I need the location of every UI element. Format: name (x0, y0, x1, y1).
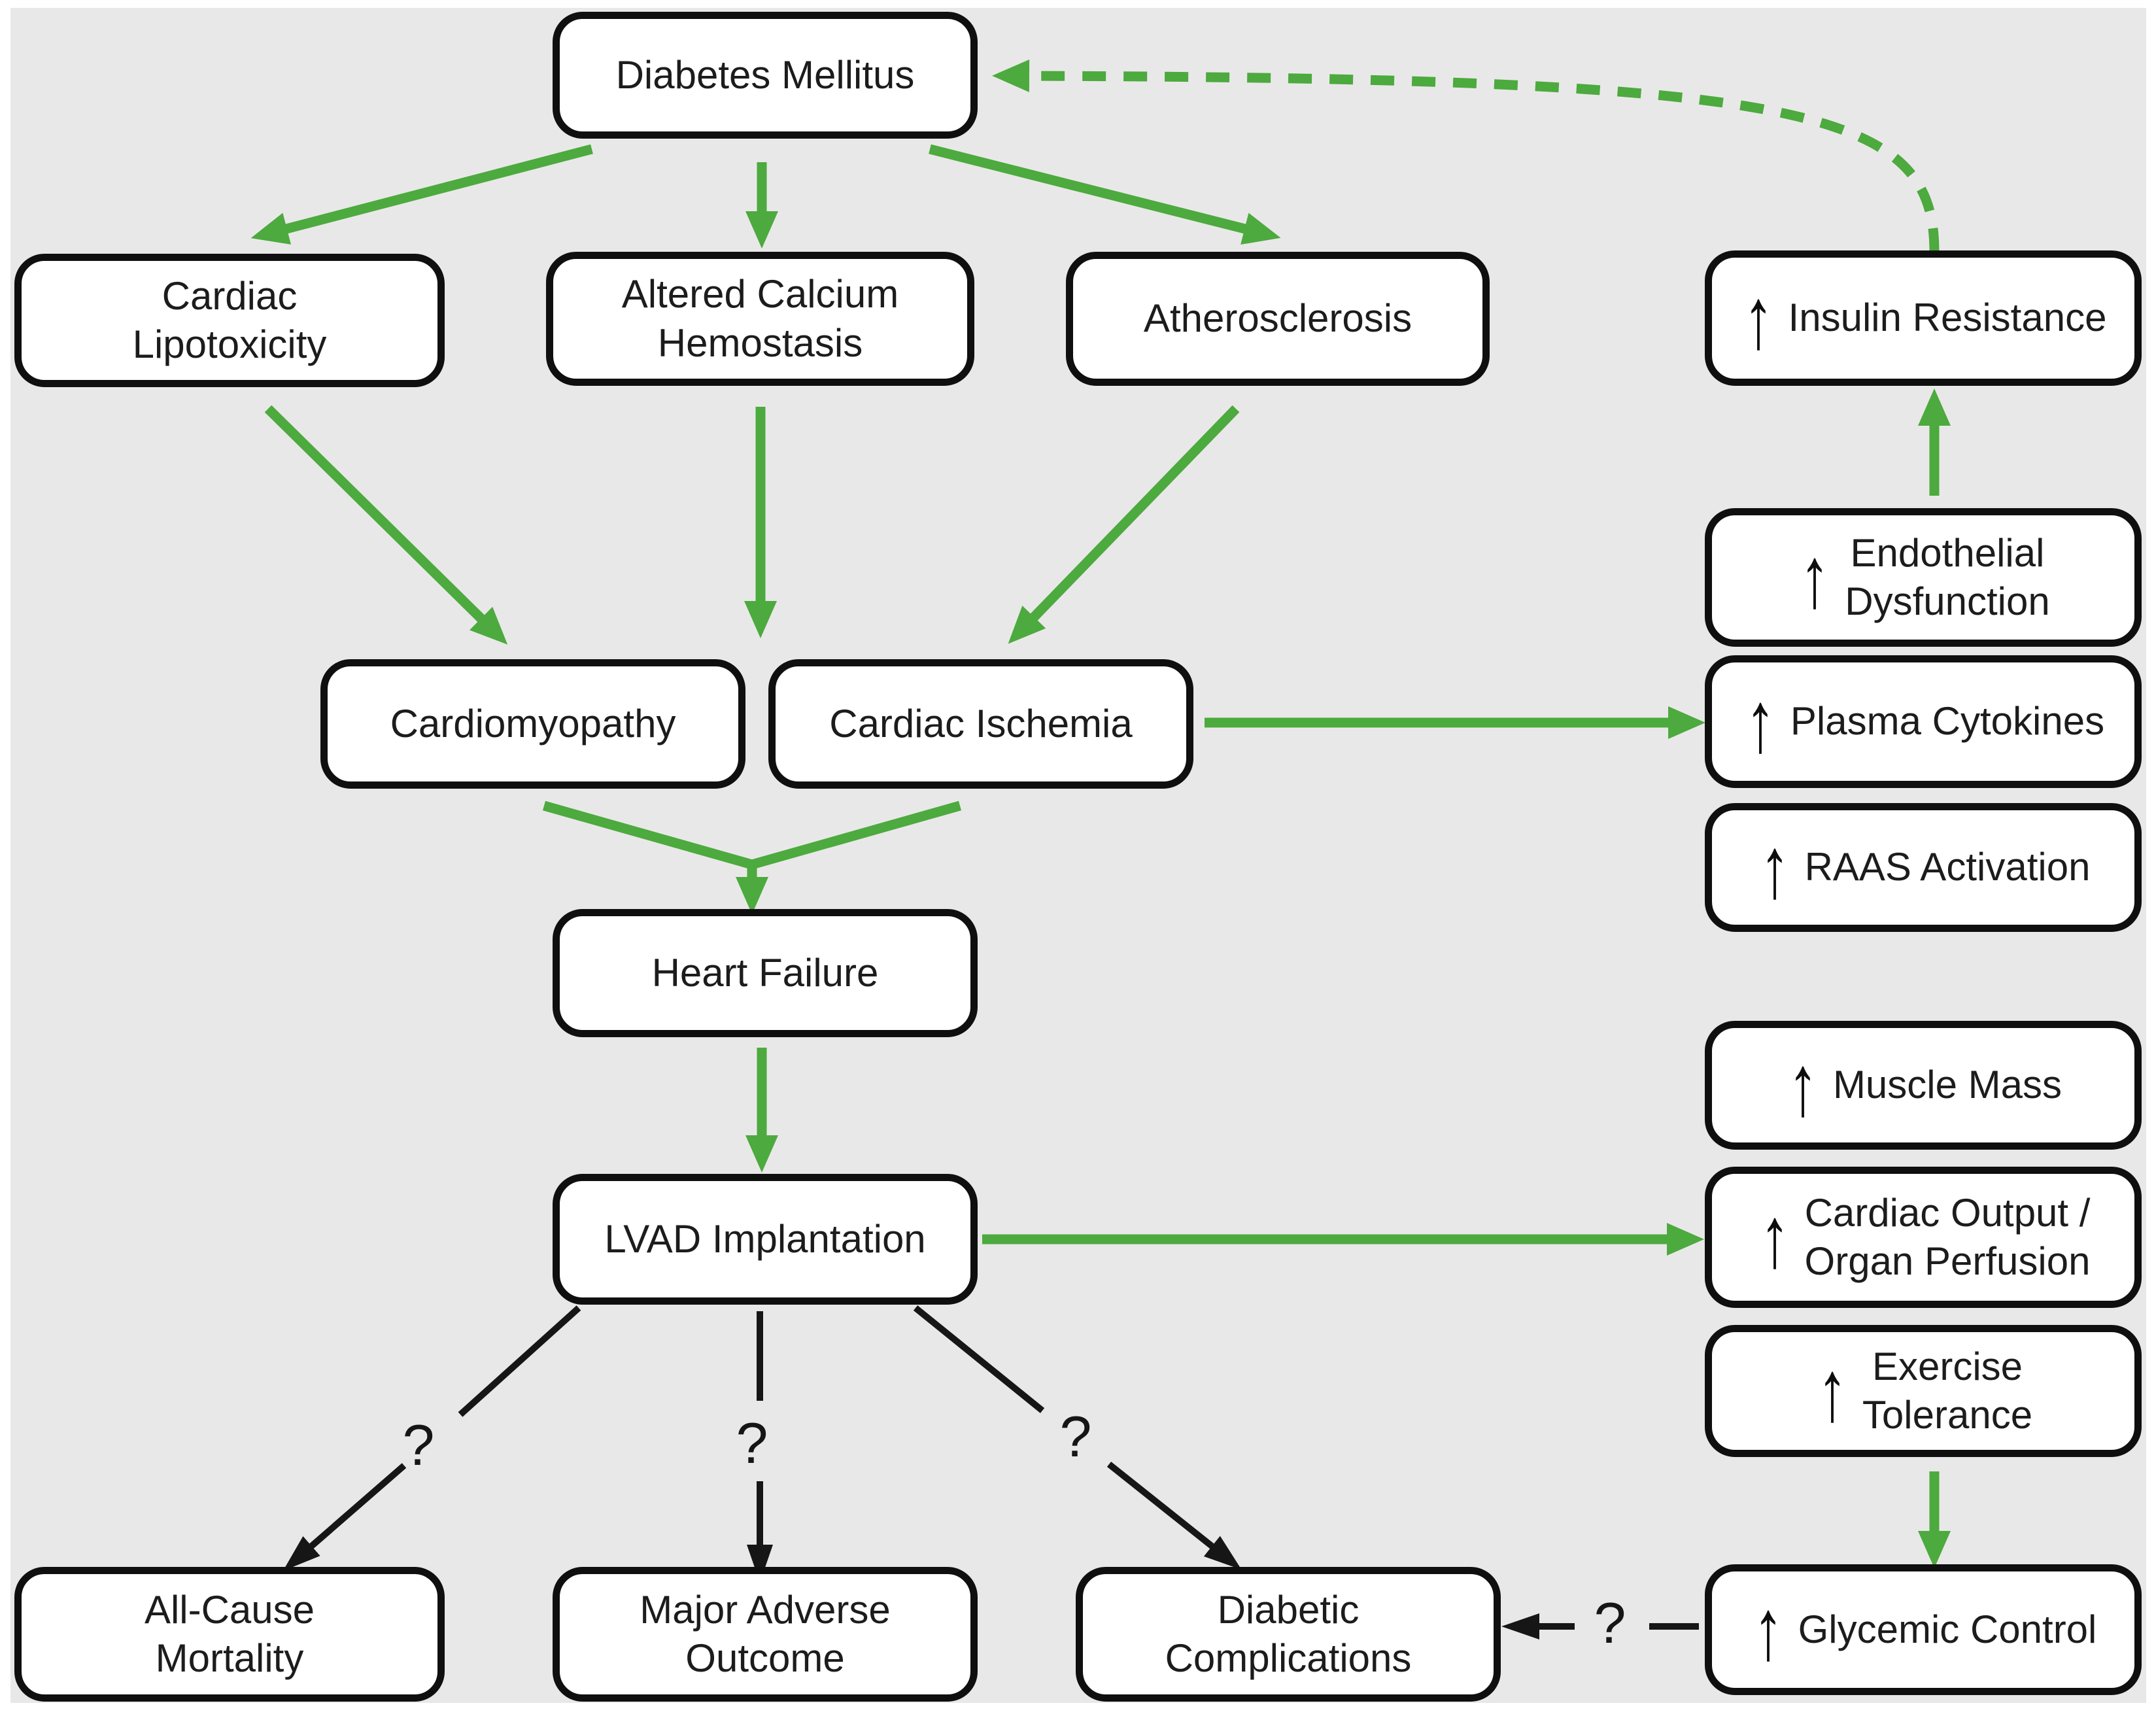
node-raas-activation: ↑ RAAS Activation (1705, 803, 2142, 932)
node-insulin-resistance: ↑ Insulin Resistance (1705, 250, 2142, 386)
node-label: Plasma Cytokines (1790, 699, 2105, 744)
node-plasma-cytokines: ↑ Plasma Cytokines (1705, 655, 2142, 788)
node-cardiac-output-organ-perfusion: ↑ Cardiac Output / Organ Perfusion (1705, 1167, 2142, 1308)
node-label: Altered Calcium Hemostasis (621, 272, 899, 365)
question-label-glycemic: ? (1594, 1590, 1626, 1655)
increase-arrow-icon: ↑ (1787, 1037, 1818, 1133)
edge-atherosclerosis-to-ischemia (1008, 405, 1240, 644)
edge-lvad-to-mortality-a (458, 1305, 581, 1417)
increase-arrow-icon: ↑ (1743, 269, 1773, 366)
edge-lipotoxicity-to-cardiomyopathy (264, 405, 508, 645)
node-label: Atherosclerosis (1143, 296, 1412, 341)
node-label: Endothelial Dysfunction (1845, 530, 2050, 623)
node-diabetic-complications: Diabetic Complications (1076, 1567, 1501, 1702)
node-label: Glycemic Control (1798, 1607, 2097, 1651)
node-label: Exercise Tolerance (1862, 1344, 2033, 1437)
node-altered-calcium-hemostasis: Altered Calcium Hemostasis (546, 252, 974, 386)
node-label: Cardiac Output / Organ Perfusion (1804, 1190, 2091, 1283)
question-label-mortality: ? (402, 1413, 435, 1477)
node-label: Diabetic Complications (1165, 1587, 1412, 1680)
node-label: Diabetes Mellitus (615, 52, 915, 97)
node-label: Cardiomyopathy (390, 701, 676, 746)
node-label: Cardiac Lipotoxicity (132, 273, 327, 366)
edge-lvad-to-complications-b (1106, 1462, 1242, 1570)
increase-arrow-icon: ↑ (1759, 819, 1790, 916)
question-label-complications: ? (1059, 1404, 1092, 1469)
node-label: Cardiac Ischemia (829, 701, 1133, 746)
node-atherosclerosis: Atherosclerosis (1066, 252, 1490, 386)
edge-merge-v (542, 800, 962, 870)
node-muscle-mass: ↑ Muscle Mass (1705, 1021, 2142, 1150)
node-exercise-tolerance: ↑ Exercise Tolerance (1705, 1325, 2142, 1457)
node-endothelial-dysfunction: ↑ Endothelial Dysfunction (1705, 508, 2142, 647)
node-label: Major Adverse Outcome (640, 1587, 891, 1680)
increase-arrow-icon: ↑ (1759, 1188, 1790, 1286)
node-label: Insulin Resistance (1788, 296, 2107, 340)
question-label-outcome: ? (736, 1411, 768, 1475)
node-lvad-implantation: LVAD Implantation (553, 1174, 978, 1305)
node-heart-failure: Heart Failure (553, 909, 978, 1037)
node-cardiac-ischemia: Cardiac Ischemia (768, 659, 1193, 789)
node-cardiomyopathy: Cardiomyopathy (320, 659, 745, 789)
increase-arrow-icon: ↑ (1817, 1342, 1847, 1439)
edge-lvad-to-complications-a (913, 1305, 1045, 1413)
node-glycemic-control: ↑ Glycemic Control (1705, 1564, 2142, 1695)
node-label: LVAD Implantation (604, 1216, 926, 1261)
increase-arrow-icon: ↑ (1745, 673, 1775, 770)
edge-dm-to-atherosclerosis (929, 144, 1281, 245)
node-label: All-Cause Mortality (144, 1587, 315, 1680)
node-major-adverse-outcome: Major Adverse Outcome (553, 1567, 978, 1702)
node-label: Muscle Mass (1832, 1063, 2062, 1107)
node-diabetes-mellitus: Diabetes Mellitus (553, 12, 978, 139)
node-label: RAAS Activation (1804, 845, 2091, 889)
increase-arrow-icon: ↑ (1800, 528, 1830, 626)
node-all-cause-mortality: All-Cause Mortality (14, 1567, 445, 1702)
edge-insulin-to-dm-dashed (992, 60, 1940, 252)
node-label: Heart Failure (651, 950, 879, 995)
edge-lvad-to-mortality-b (282, 1463, 407, 1571)
edge-dm-to-lipotoxicity (250, 144, 593, 245)
increase-arrow-icon: ↑ (1753, 1581, 1783, 1678)
node-cardiac-lipotoxicity: Cardiac Lipotoxicity (14, 254, 445, 387)
